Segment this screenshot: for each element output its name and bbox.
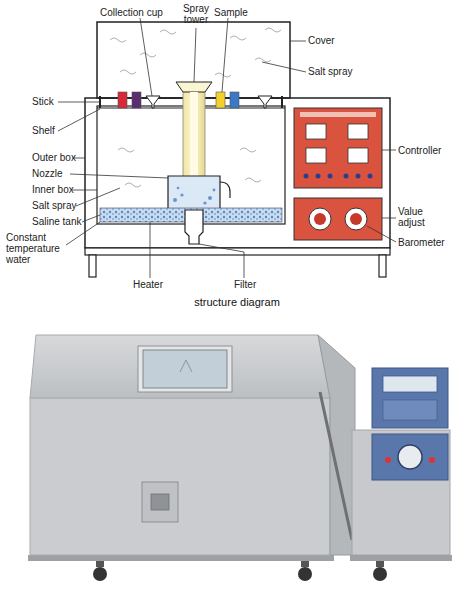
keypad bbox=[383, 400, 437, 420]
meter bbox=[348, 148, 368, 163]
reservoir-handle bbox=[220, 182, 230, 198]
part-label: Outer box bbox=[32, 152, 76, 163]
leg bbox=[379, 255, 386, 277]
access-door bbox=[142, 482, 178, 522]
side-rack bbox=[318, 335, 355, 555]
part-label: Saline tank bbox=[32, 216, 81, 227]
valve-knob bbox=[309, 208, 331, 230]
collection-cup bbox=[146, 96, 160, 108]
controller-strip bbox=[300, 112, 376, 117]
control-cabinet bbox=[352, 430, 450, 555]
indicator bbox=[385, 457, 391, 463]
cabinet-lid bbox=[30, 335, 330, 398]
part-label: Spray tower bbox=[178, 3, 214, 25]
cabinet-body bbox=[30, 398, 330, 555]
outer-box bbox=[85, 98, 390, 248]
part-label: Salt spray bbox=[32, 200, 76, 211]
filter-stem bbox=[185, 210, 203, 244]
base-frame bbox=[85, 248, 390, 255]
spray-tower bbox=[183, 90, 205, 190]
window-frame bbox=[138, 346, 232, 392]
door-handle bbox=[151, 494, 169, 510]
wheels bbox=[93, 561, 387, 581]
part-label: Filter bbox=[234, 279, 256, 290]
sample bbox=[132, 92, 141, 108]
sample bbox=[118, 92, 127, 108]
controller-panel bbox=[294, 108, 382, 188]
part-label: Heater bbox=[133, 279, 163, 290]
gauge-box bbox=[372, 434, 448, 480]
sample bbox=[230, 92, 239, 108]
caption-text: structure diagram bbox=[137, 296, 337, 309]
part-label: Controller bbox=[398, 145, 441, 156]
part-label: Collection cup bbox=[100, 7, 163, 18]
part-label: Cover bbox=[308, 35, 335, 46]
display bbox=[383, 376, 437, 392]
switches bbox=[304, 174, 373, 179]
collection-cup bbox=[258, 96, 272, 108]
sample bbox=[216, 92, 225, 108]
control-box bbox=[372, 368, 448, 428]
cover-outline bbox=[97, 22, 290, 98]
control-base bbox=[350, 555, 452, 561]
reservoir-bubbles bbox=[173, 187, 215, 205]
leader-lines bbox=[58, 18, 396, 278]
tower-top bbox=[176, 82, 212, 92]
part-label: Salt spray bbox=[308, 66, 352, 77]
part-label: Inner box bbox=[32, 184, 74, 195]
cabinet-base bbox=[28, 555, 334, 561]
gauge-panel bbox=[294, 198, 382, 240]
part-label: Value adjust bbox=[398, 206, 436, 228]
barometer-center bbox=[350, 213, 362, 225]
window-reflection bbox=[180, 360, 192, 372]
leg bbox=[89, 255, 96, 277]
nozzle-reservoir bbox=[168, 176, 220, 210]
meter bbox=[306, 124, 326, 139]
part-label: Constant temperature water bbox=[6, 232, 66, 265]
meter bbox=[306, 148, 326, 163]
part-label: Sample bbox=[214, 7, 248, 18]
lid-strut bbox=[320, 392, 352, 540]
tower-core bbox=[190, 92, 198, 188]
barometer-dial bbox=[345, 208, 367, 230]
window-glass bbox=[143, 350, 227, 388]
part-label: Stick bbox=[32, 96, 54, 107]
meter bbox=[348, 124, 368, 139]
part-label: Shelf bbox=[32, 125, 55, 136]
indicator bbox=[429, 457, 435, 463]
part-label: Barometer bbox=[398, 237, 445, 248]
pressure-gauge bbox=[398, 445, 422, 469]
valve-knob-center bbox=[314, 213, 326, 225]
part-label: Nozzle bbox=[32, 168, 63, 179]
